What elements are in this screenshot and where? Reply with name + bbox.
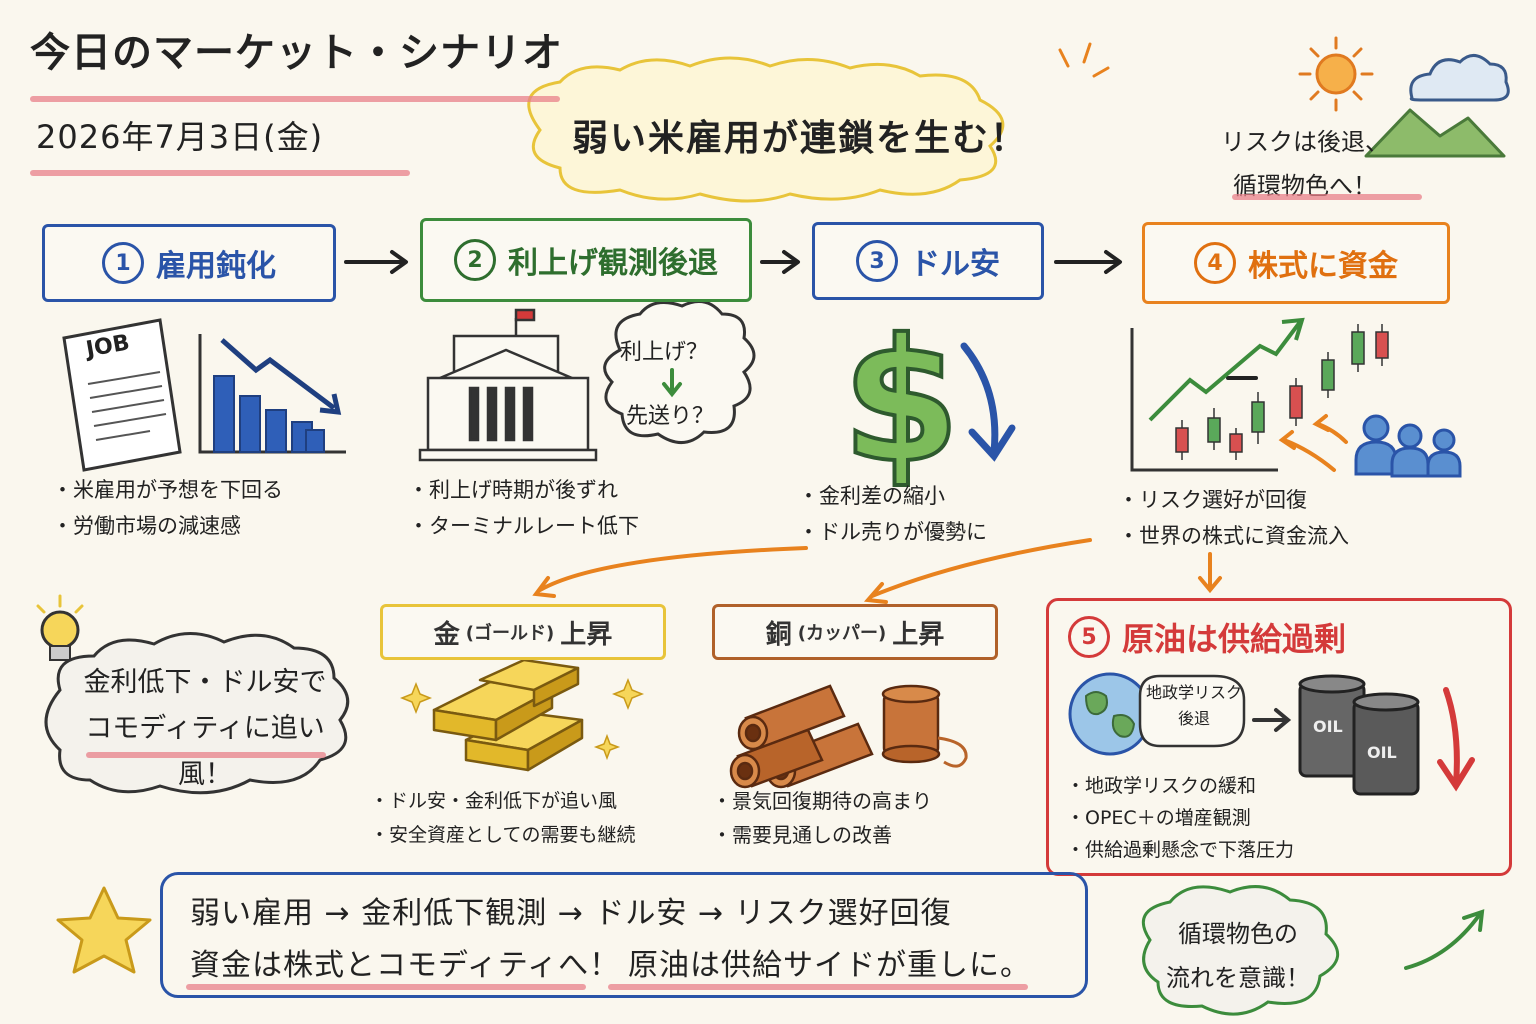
oil-barrel-icon (1298, 674, 1420, 796)
step-number: 1 (102, 242, 144, 284)
summary-line-1: 弱い雇用 → 金利低下観測 → ドル安 → リスク選好回復 (190, 896, 952, 931)
end-line-1: 循環物色の (1178, 920, 1298, 948)
copper-pipes-icon (729, 684, 968, 789)
step-3-box: 3 ドル安 (812, 222, 1044, 300)
mountain-icon (1364, 108, 1506, 158)
end-cloud-text: 循環物色の 流れを意識！ (1150, 912, 1326, 1000)
end-cloud (1141, 885, 1339, 1016)
step-number: 2 (454, 239, 496, 281)
bullet: 需要見通しの改善 (712, 818, 932, 852)
summary-line-2b: 原油は供給サイドが重しに。 (628, 948, 1031, 983)
page-title: 今日のマーケット・シナリオ (30, 30, 563, 76)
bullet: 米雇用が予想を下回る (52, 472, 283, 508)
step-label: 原油は供給過剰 (1122, 620, 1347, 658)
step-number: 4 (1194, 242, 1236, 284)
star-icon (56, 886, 152, 974)
step-5-heading: 5 原油は供給過剰 (1068, 614, 1346, 660)
bullet: リスク選好が回復 (1118, 482, 1349, 518)
gold-bullets: ドル安・金利低下が追い風 安全資産としての需要も継続 (370, 784, 635, 852)
bullet: 金利差の縮小 (798, 478, 987, 514)
central-bank-icon (418, 308, 598, 462)
step-5-box (1046, 598, 1512, 876)
step-5-bullets: 地政学リスクの緩和 OPEC＋の増産観測 供給過剰懸念で下落圧力 (1066, 770, 1294, 866)
rate-question-cloud (603, 300, 756, 444)
copper-sub: (カッパー) (797, 623, 887, 644)
svg-text:$: $ (842, 303, 960, 501)
step-label: ドル安 (910, 247, 1000, 282)
sparkle-icon (399, 677, 645, 761)
bullet: ターミナルレート低下 (408, 508, 639, 544)
top-right-line-2: 循環物色へ！ (1233, 172, 1377, 200)
gold-trend: 上昇 (560, 619, 613, 650)
bullet: 景気回復期待の高まり (712, 784, 932, 818)
copper-bullets: 景気回復期待の高まり 需要見通しの改善 (712, 784, 932, 852)
sun-icon (1298, 36, 1374, 112)
gold-main: 金 (433, 619, 460, 650)
copper-trend: 上昇 (892, 619, 945, 650)
copper-main: 銅 (765, 619, 792, 650)
declining-bar-chart-icon (198, 334, 346, 454)
step-3-bullets: 金利差の縮小 ドル売りが優勢に (798, 478, 987, 550)
rate-cloud-line-2: 先送り？ (626, 404, 715, 429)
tip-cloud-text: 金利低下・ドル安で コモディティに追い風！ (60, 660, 350, 798)
oil-label: OIL (1367, 743, 1397, 762)
step-4-bullets: リスク選好が回復 世界の株式に資金流入 (1118, 482, 1349, 554)
bullet: ドル安・金利低下が追い風 (370, 784, 635, 818)
bullet: OPEC＋の増産観測 (1066, 802, 1294, 834)
gold-bars-icon (432, 658, 584, 772)
step-label: 株式に資金 (1248, 249, 1398, 284)
geo-bubble-line-2: 後退 (1177, 709, 1210, 728)
bullet: ドル売りが優勢に (798, 514, 987, 550)
lightbulb-icon (36, 594, 84, 661)
flag-icon (514, 308, 536, 322)
dollar-icon: $ (840, 301, 962, 503)
top-right-line-1: リスクは後退、 (1221, 128, 1389, 156)
bullet: 供給過剰懸念で下落圧力 (1066, 834, 1294, 866)
gold-chip: 金 (ゴールド) 上昇 (380, 604, 666, 660)
bullet: 利上げ時期が後ずれ (408, 472, 639, 508)
stock-chart-icon (1130, 317, 1389, 472)
headline: 弱い米雇用が連鎖を生む！ (571, 118, 1028, 159)
copper-chip: 銅 (カッパー) 上昇 (712, 604, 998, 660)
end-line-2: 流れを意識！ (1166, 964, 1310, 992)
bullet: 安全資産としての需要も継続 (370, 818, 635, 852)
page-date: 2026年7月3日(金) (36, 118, 324, 156)
job-document-icon (62, 318, 182, 472)
tip-line-2: コモディティに追い風！ (85, 713, 325, 790)
cloud-icon (1409, 54, 1510, 102)
summary-box (160, 872, 1088, 998)
tip-line-1: 金利低下・ドル安で (83, 667, 327, 698)
headline-cloud (527, 56, 1005, 203)
rate-cloud-line-1: 利上げ？ (620, 340, 709, 365)
oil-label: OIL (1313, 717, 1343, 736)
geo-bubble-line-1: 地政学リスク (1145, 683, 1242, 702)
step-1-bullets: 米雇用が予想を下回る 労働市場の減速感 (52, 472, 283, 544)
step-1-box: 1 雇用鈍化 (42, 224, 336, 302)
gold-sub: (ゴールド) (465, 623, 555, 644)
geo-bubble (1138, 674, 1246, 748)
step-4-box: 4 株式に資金 (1142, 222, 1450, 304)
globe-icon (1068, 672, 1152, 756)
step-2-box: 2 利上げ観測後退 (420, 218, 752, 302)
bullet: 地政学リスクの緩和 (1066, 770, 1294, 802)
bullet: 世界の株式に資金流入 (1118, 518, 1349, 554)
people-icon (1354, 414, 1462, 478)
step-number: 3 (856, 240, 898, 282)
summary-line-2a: 資金は株式とコモディティへ！ (190, 948, 621, 983)
geo-bubble-text: 地政学リスク 後退 (1140, 680, 1248, 732)
step-number: 5 (1068, 616, 1110, 658)
bullet: 労働市場の減速感 (52, 508, 283, 544)
step-2-bullets: 利上げ時期が後ずれ ターミナルレート低下 (408, 472, 639, 544)
step-label: 利上げ観測後退 (508, 246, 718, 281)
step-label: 雇用鈍化 (156, 249, 276, 284)
